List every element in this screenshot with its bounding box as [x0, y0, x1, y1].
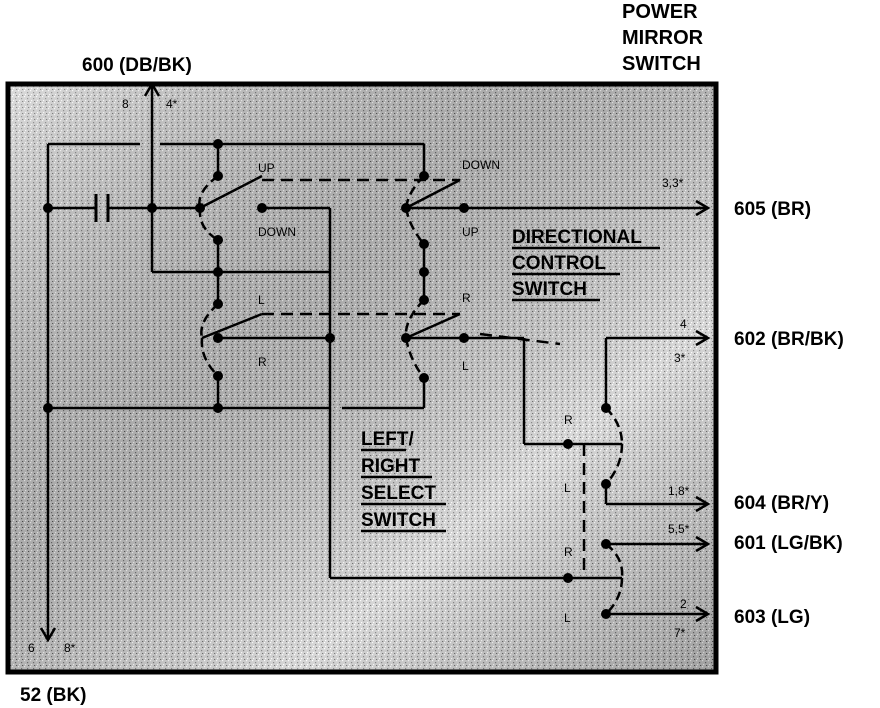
arrow-603 [695, 605, 711, 623]
position-l-select-top: L [564, 481, 571, 495]
connector-604-label: 604 (BR/Y) [734, 493, 829, 514]
arrow-52 [39, 627, 57, 643]
select-line-2: RIGHT [361, 456, 421, 477]
position-r-select-top: R [564, 413, 573, 427]
pin-52-a: 6 [28, 641, 35, 655]
connector-603-label: 603 (LG) [734, 607, 810, 628]
pin-602-b: 3* [674, 351, 686, 365]
position-l-right: L [462, 359, 469, 373]
connector-600-label: 600 (DB/BK) [82, 55, 192, 76]
title-line-3: SWITCH [622, 53, 701, 75]
title-line-2: MIRROR [622, 27, 704, 49]
pin-603-a: 2 [680, 597, 687, 611]
directional-line-2: CONTROL [512, 253, 606, 274]
pin-52-b: 8* [64, 641, 76, 655]
position-up-left: UP [258, 161, 275, 175]
arrow-602 [695, 329, 711, 347]
directional-line-1: DIRECTIONAL [512, 227, 642, 248]
position-r-right: R [462, 291, 471, 305]
pin-602-a: 4 [680, 317, 687, 331]
pin-600-a: 8 [122, 97, 129, 111]
directional-control-switch-label: DIRECTIONAL CONTROL SWITCH [512, 227, 660, 302]
pin-603-b: 7* [674, 626, 686, 640]
position-l-select-bottom: L [564, 611, 571, 625]
title-block: POWER MIRROR SWITCH [622, 1, 704, 75]
arrow-601 [695, 535, 711, 553]
left-right-select-switch-label: LEFT/ RIGHT SELECT SWITCH [361, 429, 446, 533]
position-l-left: L [258, 293, 265, 307]
select-line-3: SELECT [361, 483, 436, 504]
title-line-1: POWER [622, 1, 698, 23]
directional-line-3: SWITCH [512, 279, 587, 300]
pin-604: 1,8* [668, 484, 690, 498]
position-down-left: DOWN [258, 225, 296, 239]
position-r-left: R [258, 355, 267, 369]
circuit-wiring [39, 81, 711, 643]
connector-601-label: 601 (LG/BK) [734, 533, 843, 554]
connector-605-label: 605 (BR) [734, 199, 811, 220]
position-down-right: DOWN [462, 158, 500, 172]
connector-52-label: 52 (BK) [20, 685, 87, 706]
select-line-4: SWITCH [361, 510, 436, 531]
switch-enclosure [5, 81, 719, 675]
junction-dots [43, 139, 611, 619]
pin-601: 5,5* [668, 522, 690, 536]
position-up-right: UP [462, 225, 479, 239]
arrow-604 [695, 495, 711, 513]
select-line-1: LEFT/ [361, 429, 414, 450]
pin-605: 3,3* [662, 176, 684, 190]
arrow-600 [143, 81, 161, 97]
position-r-select-bottom: R [564, 545, 573, 559]
pin-600-b: 4* [166, 97, 178, 111]
connector-602-label: 602 (BR/BK) [734, 329, 844, 350]
arrow-605 [695, 199, 711, 217]
